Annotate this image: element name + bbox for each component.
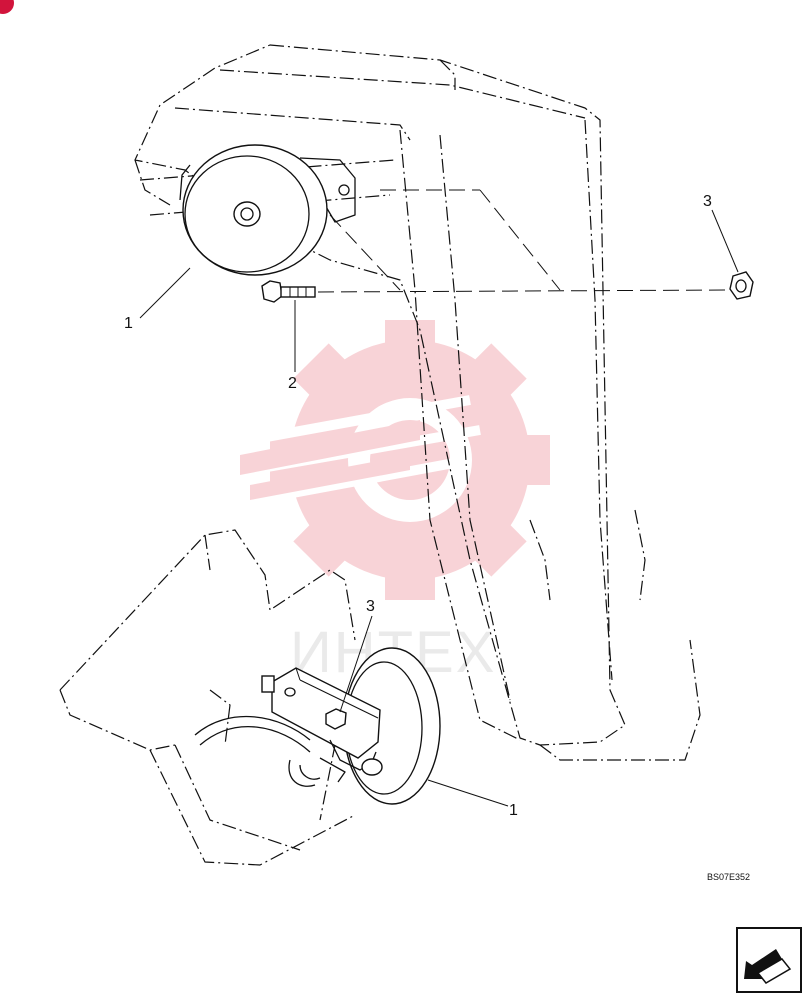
callout-1-lower: 1 xyxy=(509,802,518,819)
bolt xyxy=(261,280,316,303)
red-dot-icon xyxy=(0,0,14,14)
horn-upper xyxy=(179,144,356,276)
nut-lower xyxy=(325,708,347,730)
assembly-lines-upper xyxy=(317,189,729,293)
arrow-icon xyxy=(744,949,792,984)
body-panel-lower xyxy=(59,529,356,866)
figure-code: BS07E352 xyxy=(707,872,750,882)
flange-nut xyxy=(729,271,754,300)
watermark-gear-icon: ИНТЕХ xyxy=(240,320,550,685)
callout-2: 2 xyxy=(288,375,297,392)
callout-1-upper: 1 xyxy=(124,315,133,332)
mounting-bracket xyxy=(261,667,383,783)
next-page-arrow-icon[interactable] xyxy=(736,927,802,993)
callout-3-upper: 3 xyxy=(703,193,712,210)
leader-lines xyxy=(139,209,739,807)
wire-harness xyxy=(194,715,321,787)
callout-3-lower: 3 xyxy=(366,598,375,615)
